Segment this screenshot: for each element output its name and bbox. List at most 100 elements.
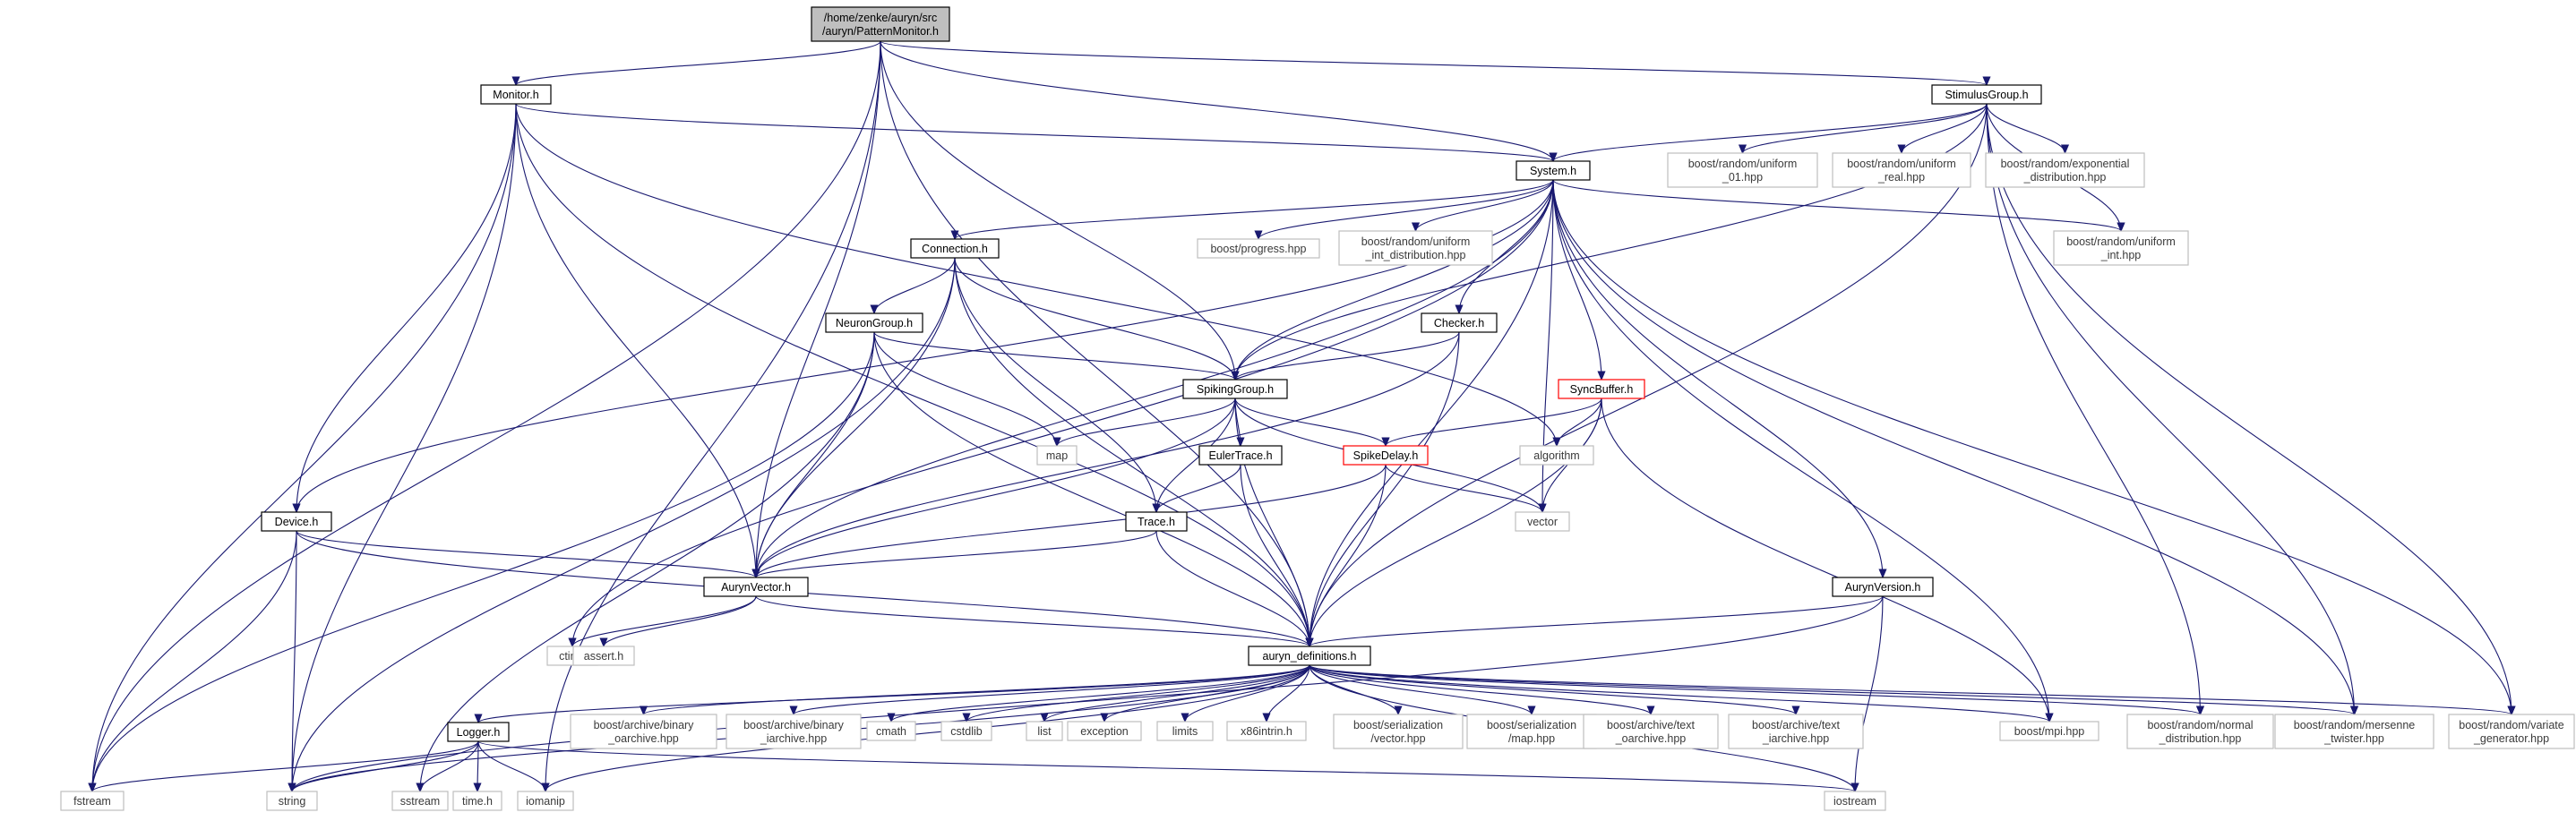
node-label-line: boost/serialization (1353, 719, 1443, 731)
dependency-edge (88, 740, 479, 793)
node-monitor[interactable]: Monitor.h (480, 84, 552, 105)
node-box (1182, 379, 1288, 399)
dependency-edge (1305, 464, 1387, 648)
dependency-edge (1552, 179, 2359, 716)
node-label-line: exception (1080, 725, 1129, 738)
node-label-line: Trace.h (1138, 516, 1175, 528)
node-timeh[interactable]: time.h (452, 791, 502, 811)
node-device[interactable]: Device.h (261, 511, 332, 532)
node-label: fstream (73, 795, 111, 808)
node-label: AurynVector.h (721, 581, 791, 594)
edge-arrowhead (789, 706, 798, 716)
edge-arrowhead (511, 76, 520, 87)
node-label: SyncBuffer.h (1570, 383, 1634, 396)
dependency-edge (1385, 464, 1547, 514)
node-label-line: boost/random/uniform (1688, 158, 1798, 170)
node-label: EulerTrace.h (1208, 449, 1272, 462)
node-uniformreal[interactable]: boost/random/uniform_real.hpp (1832, 152, 1971, 188)
node-sstream[interactable]: sstream (391, 791, 449, 811)
node-label-line: boost/random/mersenne (2294, 719, 2416, 731)
node-mersenne[interactable]: boost/random/mersenne_twister.hpp (2274, 714, 2434, 749)
node-map[interactable]: map (1036, 445, 1078, 466)
node-binoarchive[interactable]: boost/archive/binary_oarchive.hpp (570, 714, 717, 749)
node-label: boost/random/exponential_distribution.hp… (2001, 158, 2130, 184)
dependency-edge (288, 740, 479, 793)
node-cmath[interactable]: cmath (866, 721, 916, 741)
node-iomanip[interactable]: iomanip (517, 791, 574, 811)
node-uniformintdist[interactable]: boost/random/uniform_int_distribution.hp… (1338, 230, 1493, 266)
dependency-edge (1231, 331, 1460, 381)
node-label-line: boost/mpi.hpp (2014, 725, 2085, 738)
node-limits[interactable]: limits (1156, 721, 1214, 741)
node-connection[interactable]: Connection.h (910, 238, 1000, 259)
edge-arrowhead (2060, 144, 2070, 155)
node-fstream[interactable]: fstream (60, 791, 125, 811)
node-system[interactable]: System.h (1516, 160, 1591, 181)
node-logger[interactable]: Logger.h (447, 722, 510, 742)
node-asserth[interactable]: assert.h (572, 646, 635, 666)
dependency-edge (873, 331, 1061, 448)
node-label: Trace.h (1138, 516, 1175, 528)
node-uniform01[interactable]: boost/random/uniform_01.hpp (1667, 152, 1818, 188)
node-label-line: _iarchive.hpp (1762, 732, 1829, 745)
node-synbuffer[interactable]: SyncBuffer.h (1558, 379, 1645, 399)
node-neurongroup[interactable]: NeuronGroup.h (825, 312, 923, 333)
dependency-edge (887, 664, 1310, 723)
node-label: Checker.h (1434, 317, 1484, 329)
node-box (480, 84, 552, 105)
node-aurynvector[interactable]: AurynVector.h (703, 577, 809, 597)
node-variategen[interactable]: boost/random/variate_generator.hpp (2448, 714, 2575, 749)
node-progress[interactable]: boost/progress.hpp (1197, 238, 1320, 259)
node-spikedelay[interactable]: SpikeDelay.h (1343, 445, 1429, 466)
node-serialvector[interactable]: boost/serialization/vector.hpp (1333, 714, 1464, 749)
node-box (1985, 152, 2145, 188)
node-label: boost/random/mersenne_twister.hpp (2294, 719, 2416, 745)
dependency-edge (1552, 179, 2054, 723)
node-box (1667, 152, 1818, 188)
node-box (1999, 721, 2099, 741)
dependency-edge (511, 40, 881, 87)
node-exception[interactable]: exception (1067, 721, 1142, 741)
node-expdist[interactable]: boost/random/exponential_distribution.hp… (1985, 152, 2145, 188)
node-iostream[interactable]: iostream (1824, 791, 1886, 811)
node-box (726, 714, 862, 749)
node-trace[interactable]: Trace.h (1125, 511, 1188, 532)
node-cstdlib[interactable]: cstdlib (940, 721, 992, 741)
node-list[interactable]: list (1026, 721, 1063, 741)
dependency-edge (296, 530, 760, 579)
node-normaldist[interactable]: boost/random/normal_distribution.hpp (2126, 714, 2274, 749)
node-vector[interactable]: vector (1515, 511, 1570, 532)
node-stimgroup[interactable]: StimulusGroup.h (1931, 84, 2042, 105)
edge-arrowhead (2195, 706, 2205, 716)
node-defs[interactable]: auryn_definitions.h (1248, 646, 1371, 666)
node-label-line: sstream (400, 795, 440, 808)
node-label: vector (1527, 516, 1558, 528)
node-serialmap[interactable]: boost/serialization/map.hpp (1466, 714, 1597, 749)
node-algorithm[interactable]: algorithm (1519, 445, 1594, 466)
node-checker[interactable]: Checker.h (1421, 312, 1498, 333)
node-eulertrace[interactable]: EulerTrace.h (1198, 445, 1283, 466)
node-box (940, 721, 992, 741)
edge-arrowhead (541, 783, 550, 793)
node-string[interactable]: string (266, 791, 318, 811)
node-spikinggroup[interactable]: SpikingGroup.h (1182, 379, 1288, 399)
node-biniarchive[interactable]: boost/archive/binary_iarchive.hpp (726, 714, 862, 749)
node-box (1558, 379, 1645, 399)
node-mpi[interactable]: boost/mpi.hpp (1999, 721, 2099, 741)
node-label: boost/archive/binary_oarchive.hpp (594, 719, 695, 745)
node-label: Logger.h (457, 726, 501, 739)
node-textoarchive[interactable]: boost/archive/text_oarchive.hpp (1583, 714, 1719, 749)
edge-arrowhead (1455, 304, 1464, 315)
node-aurynversion[interactable]: AurynVersion.h (1832, 577, 1934, 597)
node-x86intrin[interactable]: x86intrin.h (1226, 721, 1307, 741)
node-root[interactable]: /home/zenke/auryn/src/auryn/PatternMonit… (811, 6, 950, 42)
dependency-edge (950, 179, 1554, 241)
node-label-line: _int_distribution.hpp (1365, 249, 1466, 261)
node-uniformint[interactable]: boost/random/uniform_int.hpp (2053, 230, 2189, 266)
node-box (2448, 714, 2575, 749)
nodes-layer: /home/zenke/auryn/src/auryn/PatternMonit… (60, 6, 2575, 811)
node-label-line: fstream (73, 795, 111, 808)
edge-arrowhead (1254, 230, 1263, 241)
node-textiarchive[interactable]: boost/archive/text_iarchive.hpp (1728, 714, 1864, 749)
node-label-line: _distribution.hpp (2159, 732, 2242, 745)
